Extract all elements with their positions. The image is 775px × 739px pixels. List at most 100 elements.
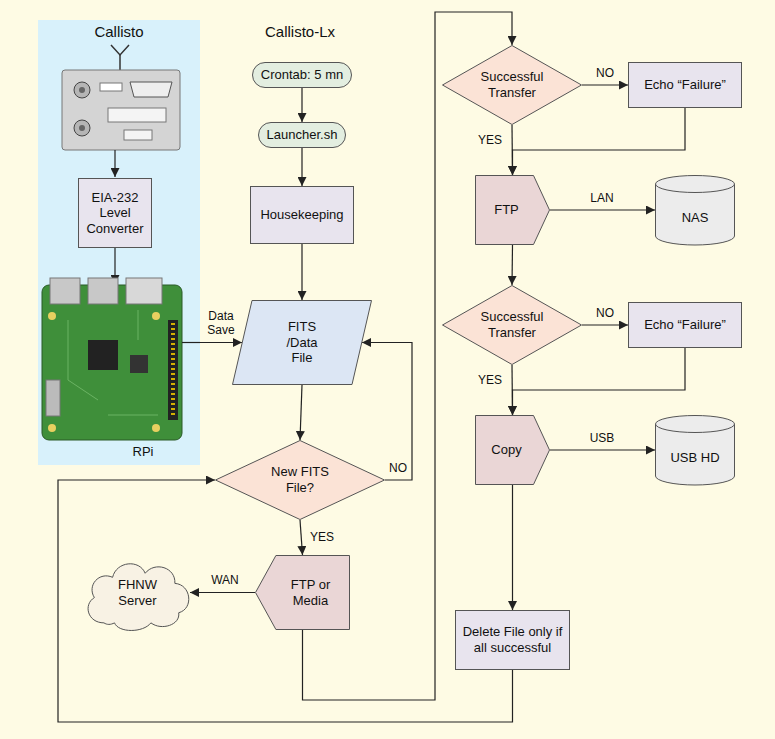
drawing-polygon [256,556,350,630]
node-text: FTP [494,202,519,218]
node-text: Copy [491,442,521,458]
data-parallelogram: FITS /Data File [232,300,372,385]
text-area: Crontab: 5 mn [253,63,351,87]
drawing-rect [62,70,180,150]
text-area: New FITS File? [215,440,385,520]
drawing-rect [88,340,118,370]
edge-label: YES [476,373,504,387]
drawing-path [656,184,735,245]
server-cloud: FHNW Server [80,552,195,633]
raspberry-pi-board [42,278,182,440]
drawing-polygon [443,46,582,125]
drawing-rect [50,278,80,304]
node-text: Crontab: 5 mn [261,67,343,83]
section-heading: Callisto-Lx [265,23,335,41]
node-text: Delete File only if all successful [462,624,563,655]
node-text: Successful Transfer [472,69,552,100]
text-area: FTP [475,175,550,245]
transfer-shape: FTP or Media [255,555,350,630]
drawing-polygon [233,301,372,385]
text-area: FTP or Media [255,555,350,630]
connector [301,88,302,122]
wire-arrow [114,150,115,177]
drawing-rect [88,278,118,304]
drawing-circle [79,125,85,131]
node-text: FHNW Server [108,577,167,608]
text-area: EIA-232 Level Converter [79,179,151,247]
drawing-path [68,310,158,415]
drawing-circle [79,87,85,93]
drawing-circle [74,82,90,98]
drawing-circle [48,312,56,320]
drawing-path [656,424,735,485]
node-text: NAS [682,210,709,226]
terminal-box: Crontab: 5 mn [252,62,352,88]
text-area: Copy [475,415,550,485]
edge-label: WAN [209,573,241,587]
drawing-ellipse [656,176,735,193]
node-text: Successful Transfer [472,309,552,340]
connector [511,125,513,175]
connector [301,244,302,300]
drawing-rect [100,83,122,91]
edge-label: LAN [588,191,615,205]
drawing-rect [42,285,182,440]
node-text: New FITS File? [263,464,337,495]
shape-outline [655,415,735,485]
connector [582,84,628,85]
connector [512,485,513,610]
edge-label: NO [594,66,616,80]
drawing-circle [152,424,160,432]
transfer-shape: Copy [475,415,550,485]
node-text: Launcher.sh [267,127,338,143]
drawing-rect [126,278,162,304]
edge-label: YES [476,133,504,147]
connector [190,592,255,593]
connector [582,324,628,325]
drawing-polygon [443,286,582,365]
process-box: Housekeeping [250,186,354,244]
text-area: Echo “Failure” [629,303,741,347]
text-area: NAS [655,175,735,245]
drawing-polygon [476,416,550,485]
edge-label: USB [588,431,617,445]
drawing-polygon [476,176,550,245]
drawing-circle [74,120,90,136]
edge-label: Data Save [202,309,240,338]
drawing-polyline [111,45,129,55]
panel-heading: Callisto [38,23,200,41]
receiver-device [62,70,180,150]
connector [200,342,242,343]
process-box: Delete File only if all successful [455,610,570,670]
drawing-path [88,564,189,631]
node-text: Echo “Failure” [644,317,726,333]
transfer-shape: FTP [475,175,550,245]
connector [550,209,655,210]
storage-cylinder: USB HD [655,415,735,485]
drawing-line [171,323,175,417]
text-area: Echo “Failure” [629,63,741,107]
node-text: FITS /Data File [277,319,327,366]
text-area: FITS /Data File [232,300,372,385]
text-area: FHNW Server [80,552,195,633]
text-area: Delete File only if all successful [456,611,569,669]
node-text: EIA-232 Level Converter [82,190,148,237]
connector [550,449,655,450]
board-label: RPi [118,444,168,460]
edge-label: YES [308,530,336,544]
storage-cylinder: NAS [655,175,735,245]
text-area: Successful Transfer [442,285,582,365]
antenna-symbol [111,45,129,70]
node-text: USB HD [670,450,719,466]
text-area: Successful Transfer [442,45,582,125]
text-area: Launcher.sh [259,123,345,147]
drawing-circle [48,424,56,432]
connector [511,245,513,285]
drawing-rect [46,380,60,416]
drawing-rect [124,130,152,140]
drawing-circle [152,312,160,320]
connector [300,520,303,555]
terminal-box: Launcher.sh [258,122,346,148]
drawing-polygon [216,441,385,520]
